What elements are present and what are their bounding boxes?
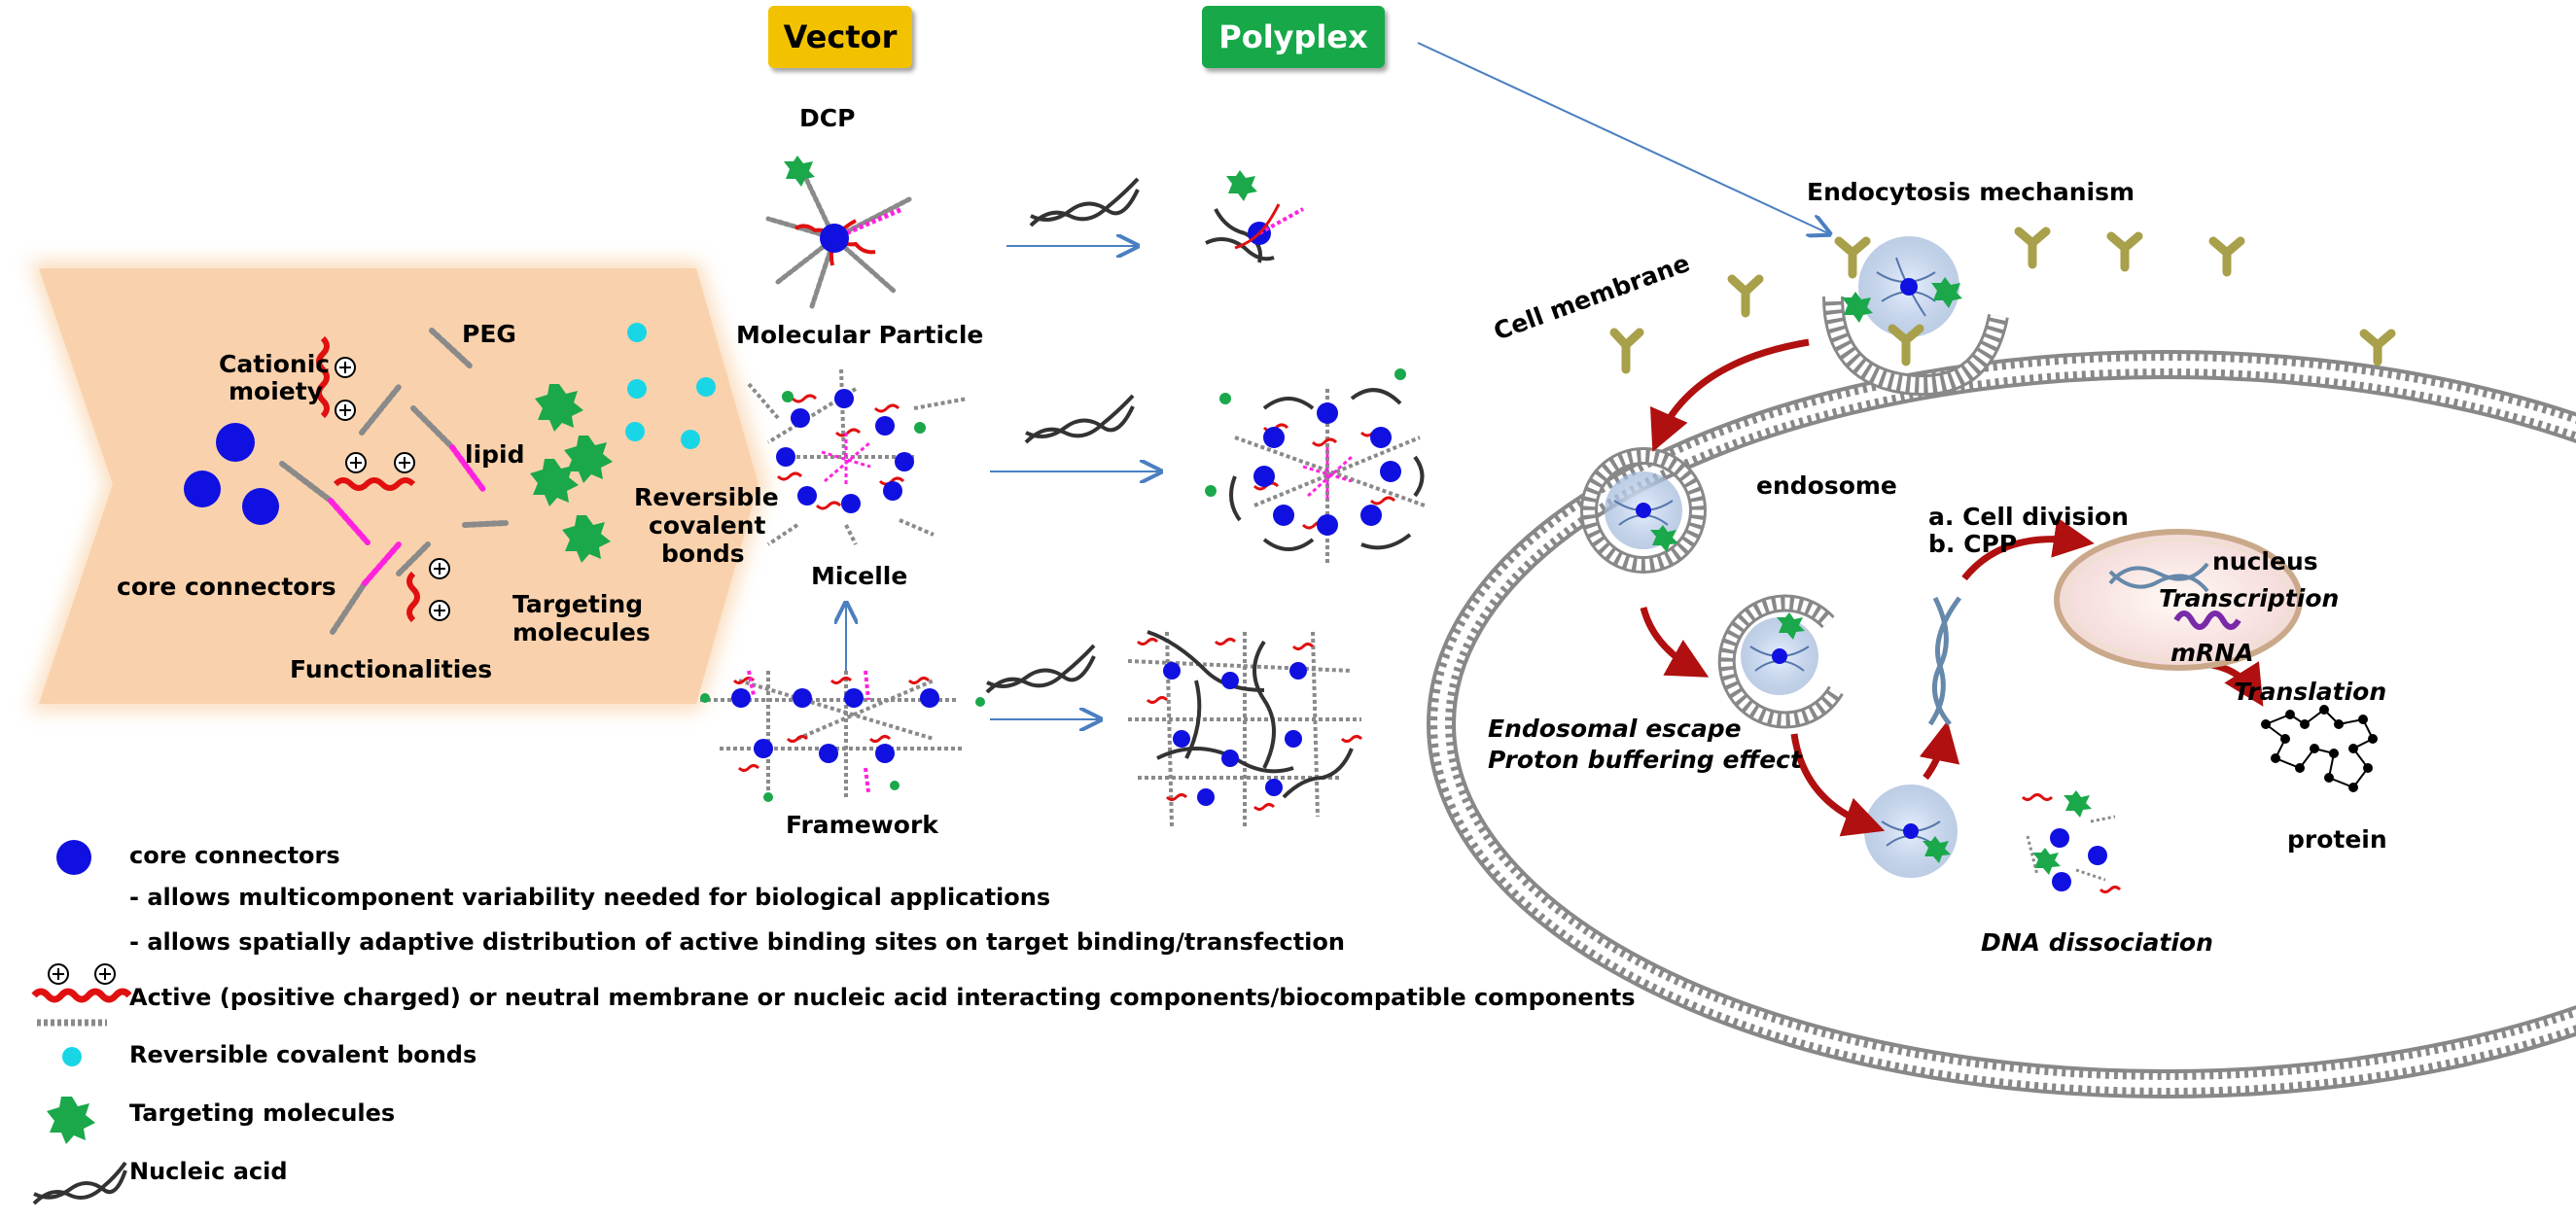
endosome-1 bbox=[1580, 447, 1707, 574]
polyplex-micelle bbox=[1205, 368, 1426, 564]
targeting-molecules-label-1: Targeting bbox=[512, 590, 643, 618]
nucleic-acid-icon-3 bbox=[985, 644, 1096, 694]
dcp-label: DCP bbox=[799, 104, 855, 132]
receptor-icons bbox=[1609, 227, 2396, 374]
released-polyplex bbox=[1864, 785, 1958, 878]
cpp-label: b. CPP bbox=[1928, 530, 2017, 558]
cell-membrane-label: Cell membrane bbox=[1490, 249, 1693, 346]
micelle-label: Micelle bbox=[811, 562, 907, 590]
polyplex-framework bbox=[1127, 630, 1363, 827]
mrna-label: mRNA bbox=[2170, 639, 2254, 667]
targeting-molecules-label-2: molecules bbox=[512, 618, 651, 646]
legend-core-icon bbox=[56, 840, 91, 875]
cationic-moiety-label-2: moiety bbox=[229, 377, 323, 405]
nucleic-acid-icon-2 bbox=[1024, 394, 1135, 444]
reversible-bonds-label-2: covalent bbox=[649, 511, 765, 540]
legend-nucleic-acid: Nucleic acid bbox=[129, 1158, 288, 1185]
targeting-molecule-icons bbox=[530, 384, 613, 563]
cationic-moiety-label-1: Cationic bbox=[219, 350, 330, 378]
nucleus-label: nucleus bbox=[2212, 547, 2318, 576]
endosome-label: endosome bbox=[1756, 471, 1897, 500]
polyplex-particle bbox=[1205, 170, 1304, 263]
legend-core-connectors: core connectors bbox=[129, 842, 340, 869]
endosomal-escape-label: Endosomal escape bbox=[1488, 715, 1742, 743]
polyplex-to-cell-arrow bbox=[1417, 42, 1828, 233]
micelle bbox=[747, 368, 969, 546]
dissociated-components bbox=[2021, 790, 2122, 893]
dna-dissociation-label: DNA dissociation bbox=[1981, 928, 2213, 957]
protein-icon bbox=[2261, 705, 2378, 792]
legend-active-components: Active (positive charged) or neutral mem… bbox=[129, 984, 1636, 1011]
nucleus bbox=[2054, 529, 2303, 671]
nucleic-acid-icon-1 bbox=[1029, 177, 1140, 227]
cell-division-label: a. Cell division bbox=[1928, 503, 2129, 531]
endocytosis-title: Endocytosis mechanism bbox=[1807, 178, 2135, 206]
legend: core connectors - allows multicomponent … bbox=[31, 840, 1636, 1205]
legend-bullet-2: - allows spatially adaptive distribution… bbox=[129, 928, 1345, 956]
endosome-2 bbox=[1717, 594, 1844, 729]
peg-label: PEG bbox=[462, 320, 516, 348]
reversible-bond-icons bbox=[625, 323, 716, 449]
legend-targeting-icon bbox=[47, 1097, 95, 1144]
polyplex-label: Polyplex bbox=[1202, 6, 1385, 68]
legend-bond-icon bbox=[62, 1047, 82, 1066]
molecular-particle bbox=[765, 156, 912, 309]
reversible-bonds-label-1: Reversible bbox=[634, 483, 779, 511]
legend-active-icon bbox=[31, 963, 132, 1027]
peg-chain-icons bbox=[279, 328, 509, 635]
process-arrows bbox=[1640, 338, 2264, 837]
functionalities-label: Functionalities bbox=[290, 655, 492, 683]
legend-reversible-bonds: Reversible covalent bonds bbox=[129, 1041, 476, 1068]
free-dna-icon bbox=[1927, 596, 1962, 726]
framework-label: Framework bbox=[786, 811, 939, 839]
legend-bullet-1: - allows multicomponent variability need… bbox=[129, 884, 1050, 911]
lipid-chain-icons bbox=[328, 444, 487, 586]
legend-targeting-molecules: Targeting molecules bbox=[129, 1099, 395, 1127]
protein-label: protein bbox=[2287, 825, 2387, 854]
cationic-moiety-icons bbox=[316, 335, 420, 623]
core-connectors-panel-label: core connectors bbox=[117, 573, 336, 601]
transcription-label: Transcription bbox=[2159, 584, 2339, 612]
framework bbox=[700, 670, 985, 802]
core-connector-icons bbox=[184, 423, 279, 525]
cell-membrane bbox=[1427, 350, 2576, 1099]
molecular-particle-label: Molecular Particle bbox=[736, 321, 983, 349]
lipid-label: lipid bbox=[465, 440, 525, 469]
reversible-bonds-label-3: bonds bbox=[661, 540, 745, 568]
legend-nucleic-acid-icon bbox=[32, 1161, 127, 1205]
membrane-invagination bbox=[1822, 236, 2009, 397]
translation-label: Translation bbox=[2234, 678, 2386, 706]
proton-buffering-label: Proton buffering effect bbox=[1488, 746, 1803, 774]
vector-label: Vector bbox=[768, 6, 912, 68]
